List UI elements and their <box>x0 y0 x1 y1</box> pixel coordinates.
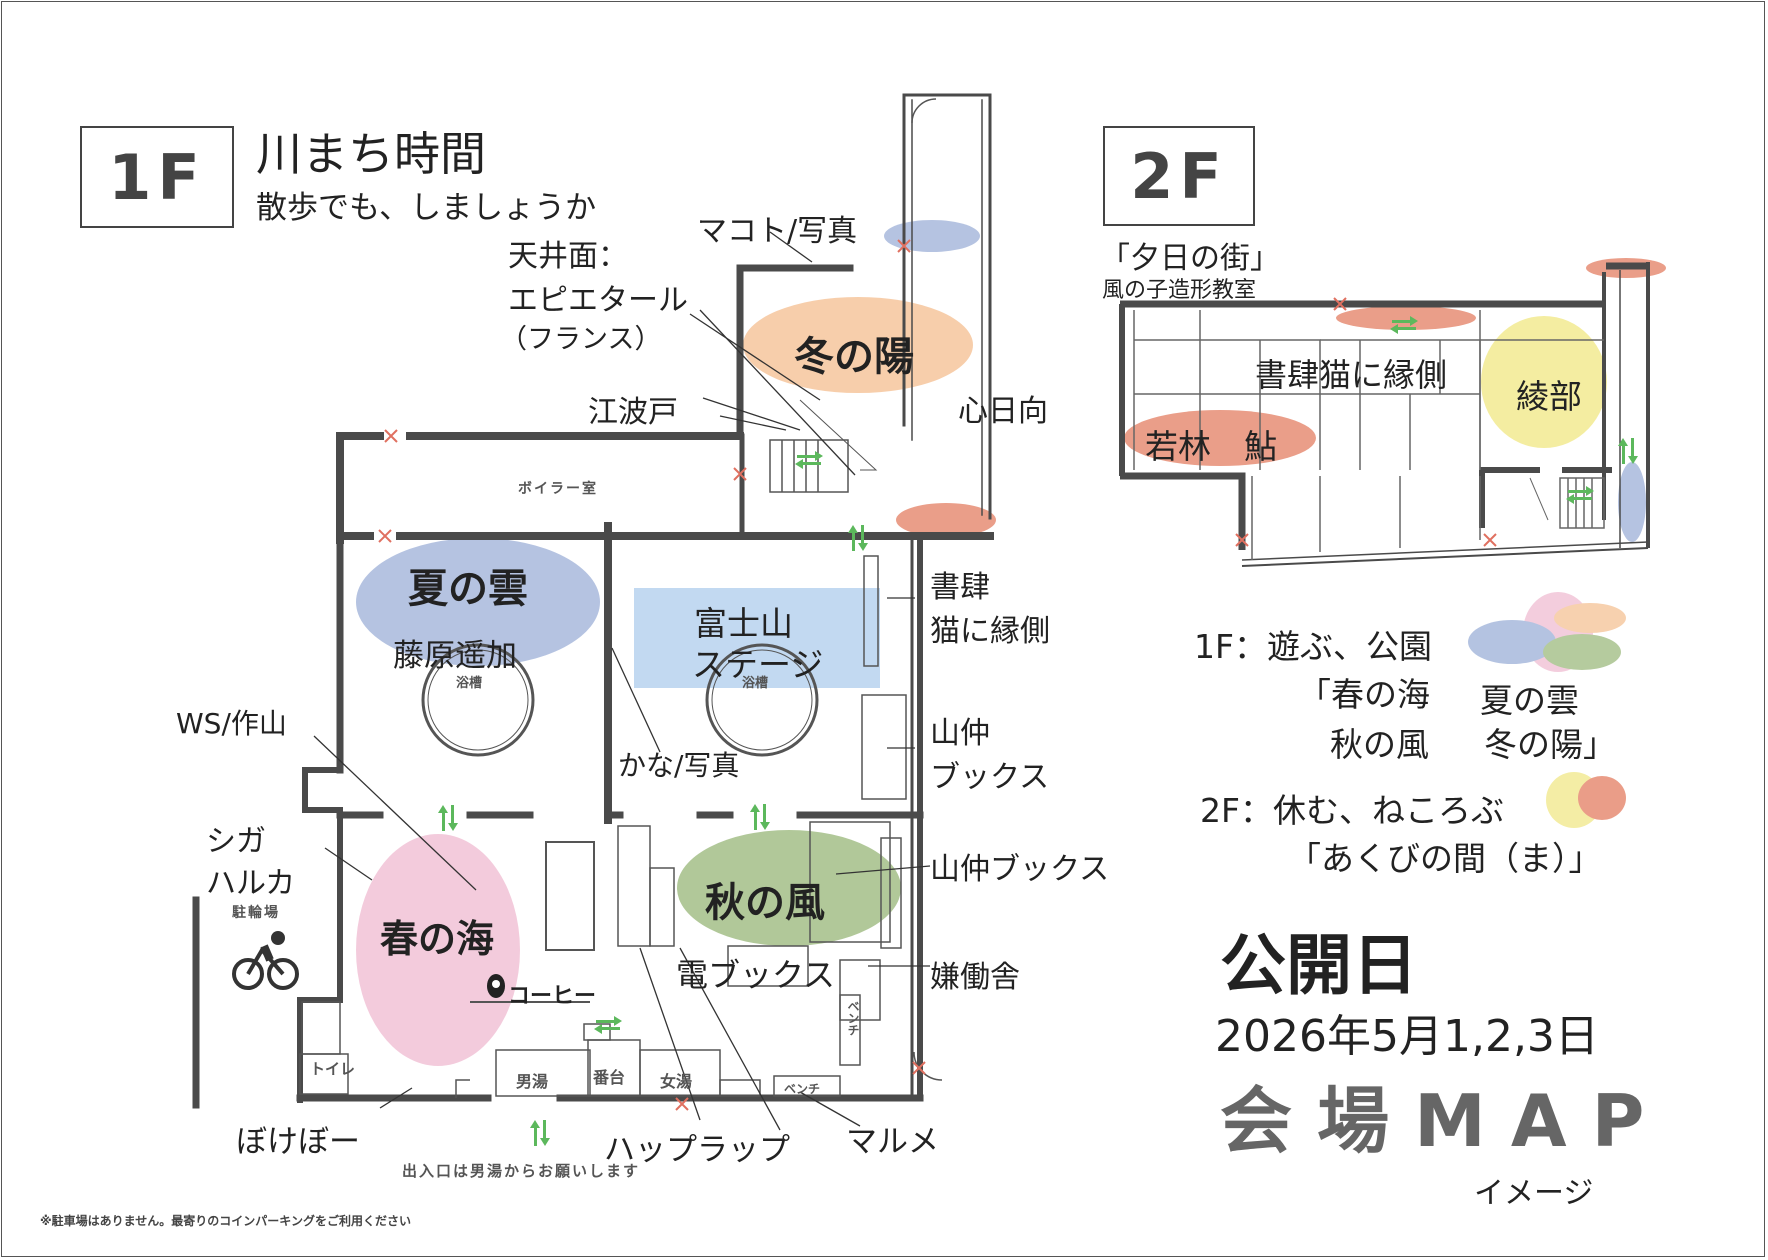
exhibit-coffee: コーヒー <box>508 984 597 1009</box>
floor1-leader-lines <box>313 231 931 1131</box>
zone-kokorohinata <box>896 503 996 537</box>
label-shoshi-2: 猫に縁側 <box>930 614 1050 649</box>
floor1-title: 川まち時間 <box>256 127 486 181</box>
exhibit-shoshi-2f: 書肆猫に縁側 <box>1255 356 1448 394</box>
room-bath-left: 浴槽 <box>456 676 483 691</box>
exhibit-ayabe: 綾部 <box>1516 377 1582 416</box>
legend-floor2-circles <box>1546 772 1626 828</box>
room-mens-bath: 男湯 <box>516 1072 549 1091</box>
label-kaze: 風の子造形教室 <box>1102 278 1257 303</box>
label-ceiling-2: エピエタール <box>508 283 688 318</box>
label-yuuhi: 「夕日の街」 <box>1100 241 1280 276</box>
label-ws-sakuyama: WS/作山 <box>176 707 287 740</box>
footnote: ※駐車場はありません。最寄りのコインパーキングをご利用ください <box>40 1214 411 1228</box>
floor1-badge: 1F <box>80 126 234 228</box>
zone-stairs-2f <box>1618 462 1646 542</box>
floor1-subtitle: 散歩でも、しましょうか <box>256 190 597 226</box>
exhibit-winter: 冬の陽 <box>794 334 914 380</box>
label-shoshi-1: 書肆 <box>930 570 990 605</box>
label-enamido: 江波戸 <box>588 395 678 430</box>
exhibit-fuji-line2: ステージ <box>692 645 824 684</box>
zone-ayabe <box>1481 316 1607 448</box>
room-bandai: 番台 <box>593 1068 626 1087</box>
zone-spring <box>356 834 520 1066</box>
label-yamanaka-1: 山仲 <box>930 716 990 751</box>
map-title: 会 場 M A P <box>1220 1079 1645 1163</box>
label-ceiling-3: （フランス） <box>500 324 662 355</box>
floor2-zones <box>1124 258 1666 542</box>
zone-shoshi-2f <box>1336 306 1476 330</box>
zone-autumn <box>677 830 901 946</box>
zone-wakabayashi <box>1124 410 1316 466</box>
legend-floor2-row: 「あくびの間（ま）」 <box>1288 839 1602 878</box>
coffee-icon <box>487 974 505 998</box>
legend-floor1-circles <box>1468 592 1626 672</box>
label-happurappu: ハップラップ <box>604 1132 790 1168</box>
event-label: 公開日 <box>1220 927 1418 1004</box>
label-kendosha: 嫌働舎 <box>930 960 1020 995</box>
legend-floor1-row2-b: 冬の陽」 <box>1484 725 1616 764</box>
room-bench-1: ベンチ <box>846 1000 860 1036</box>
label-shiga-2: ハルカ <box>206 866 296 901</box>
zone-winter <box>743 297 973 393</box>
label-shiga-1: シガ <box>206 824 266 859</box>
label-kokorohinata: 心日向 <box>958 394 1048 429</box>
label-ceiling-1: 天井面： <box>508 239 628 274</box>
room-womens-bath: 女湯 <box>660 1072 693 1091</box>
zone-summer <box>356 538 600 666</box>
zone-makoto <box>884 220 980 252</box>
floor2-fixtures <box>1133 310 1605 560</box>
exhibit-fuji-line1: 富士山 <box>694 604 793 643</box>
event-date: 2026年5月1,2,3日 <box>1215 1011 1599 1062</box>
room-bicycle-parking: 駐輪場 <box>232 905 280 921</box>
floor1-zones <box>356 220 996 1066</box>
floor1-fixtures <box>299 98 943 1098</box>
exhibit-summer: 夏の雲 <box>408 566 528 612</box>
label-bokebo: ぼけぼー <box>236 1124 360 1160</box>
label-kana: かな/写真 <box>618 749 740 782</box>
legend-floor1-row2-a: 秋の風 <box>1330 725 1429 764</box>
entrance-note: 出入口は男湯からお願いします <box>402 1162 641 1180</box>
legend-floor2-head: 2F：休む、ねころぶ <box>1200 791 1504 830</box>
exhibit-summer-artist: 藤原遥加 <box>393 638 517 674</box>
label-makoto: マコト/写真 <box>697 214 858 249</box>
exhibit-autumn: 秋の風 <box>705 880 825 926</box>
legend-floor1-row1-a: 「春の海 <box>1298 675 1430 714</box>
floor2-badge: 2F <box>1103 126 1255 226</box>
room-boiler: ボイラー室 <box>518 481 598 497</box>
room-bench-2: ベンチ <box>784 1082 821 1096</box>
exhibit-den-books: 電ブックス <box>676 956 836 994</box>
floor2-walls <box>1119 262 1650 567</box>
exhibit-spring: 春の海 <box>380 917 495 961</box>
label-marume: マルメ <box>846 1124 939 1160</box>
label-yamanaka-full: 山仲ブックス <box>930 852 1110 887</box>
legend-floor1-head: 1F：遊ぶ、公園 <box>1194 627 1432 666</box>
room-toilet: トイレ <box>310 1060 356 1078</box>
label-yamanaka-2: ブックス <box>930 760 1050 795</box>
bicycle-icon <box>232 931 299 990</box>
zone-fuji <box>634 588 880 688</box>
image-note: イメージ <box>1474 1176 1594 1211</box>
legend-floor1-row1-b: 夏の雲 <box>1480 681 1579 720</box>
room-bath-right: 浴槽 <box>742 676 769 691</box>
floor1-walls <box>192 93 994 1109</box>
exhibit-wakabayashi: 若林 鮎 <box>1145 427 1277 466</box>
